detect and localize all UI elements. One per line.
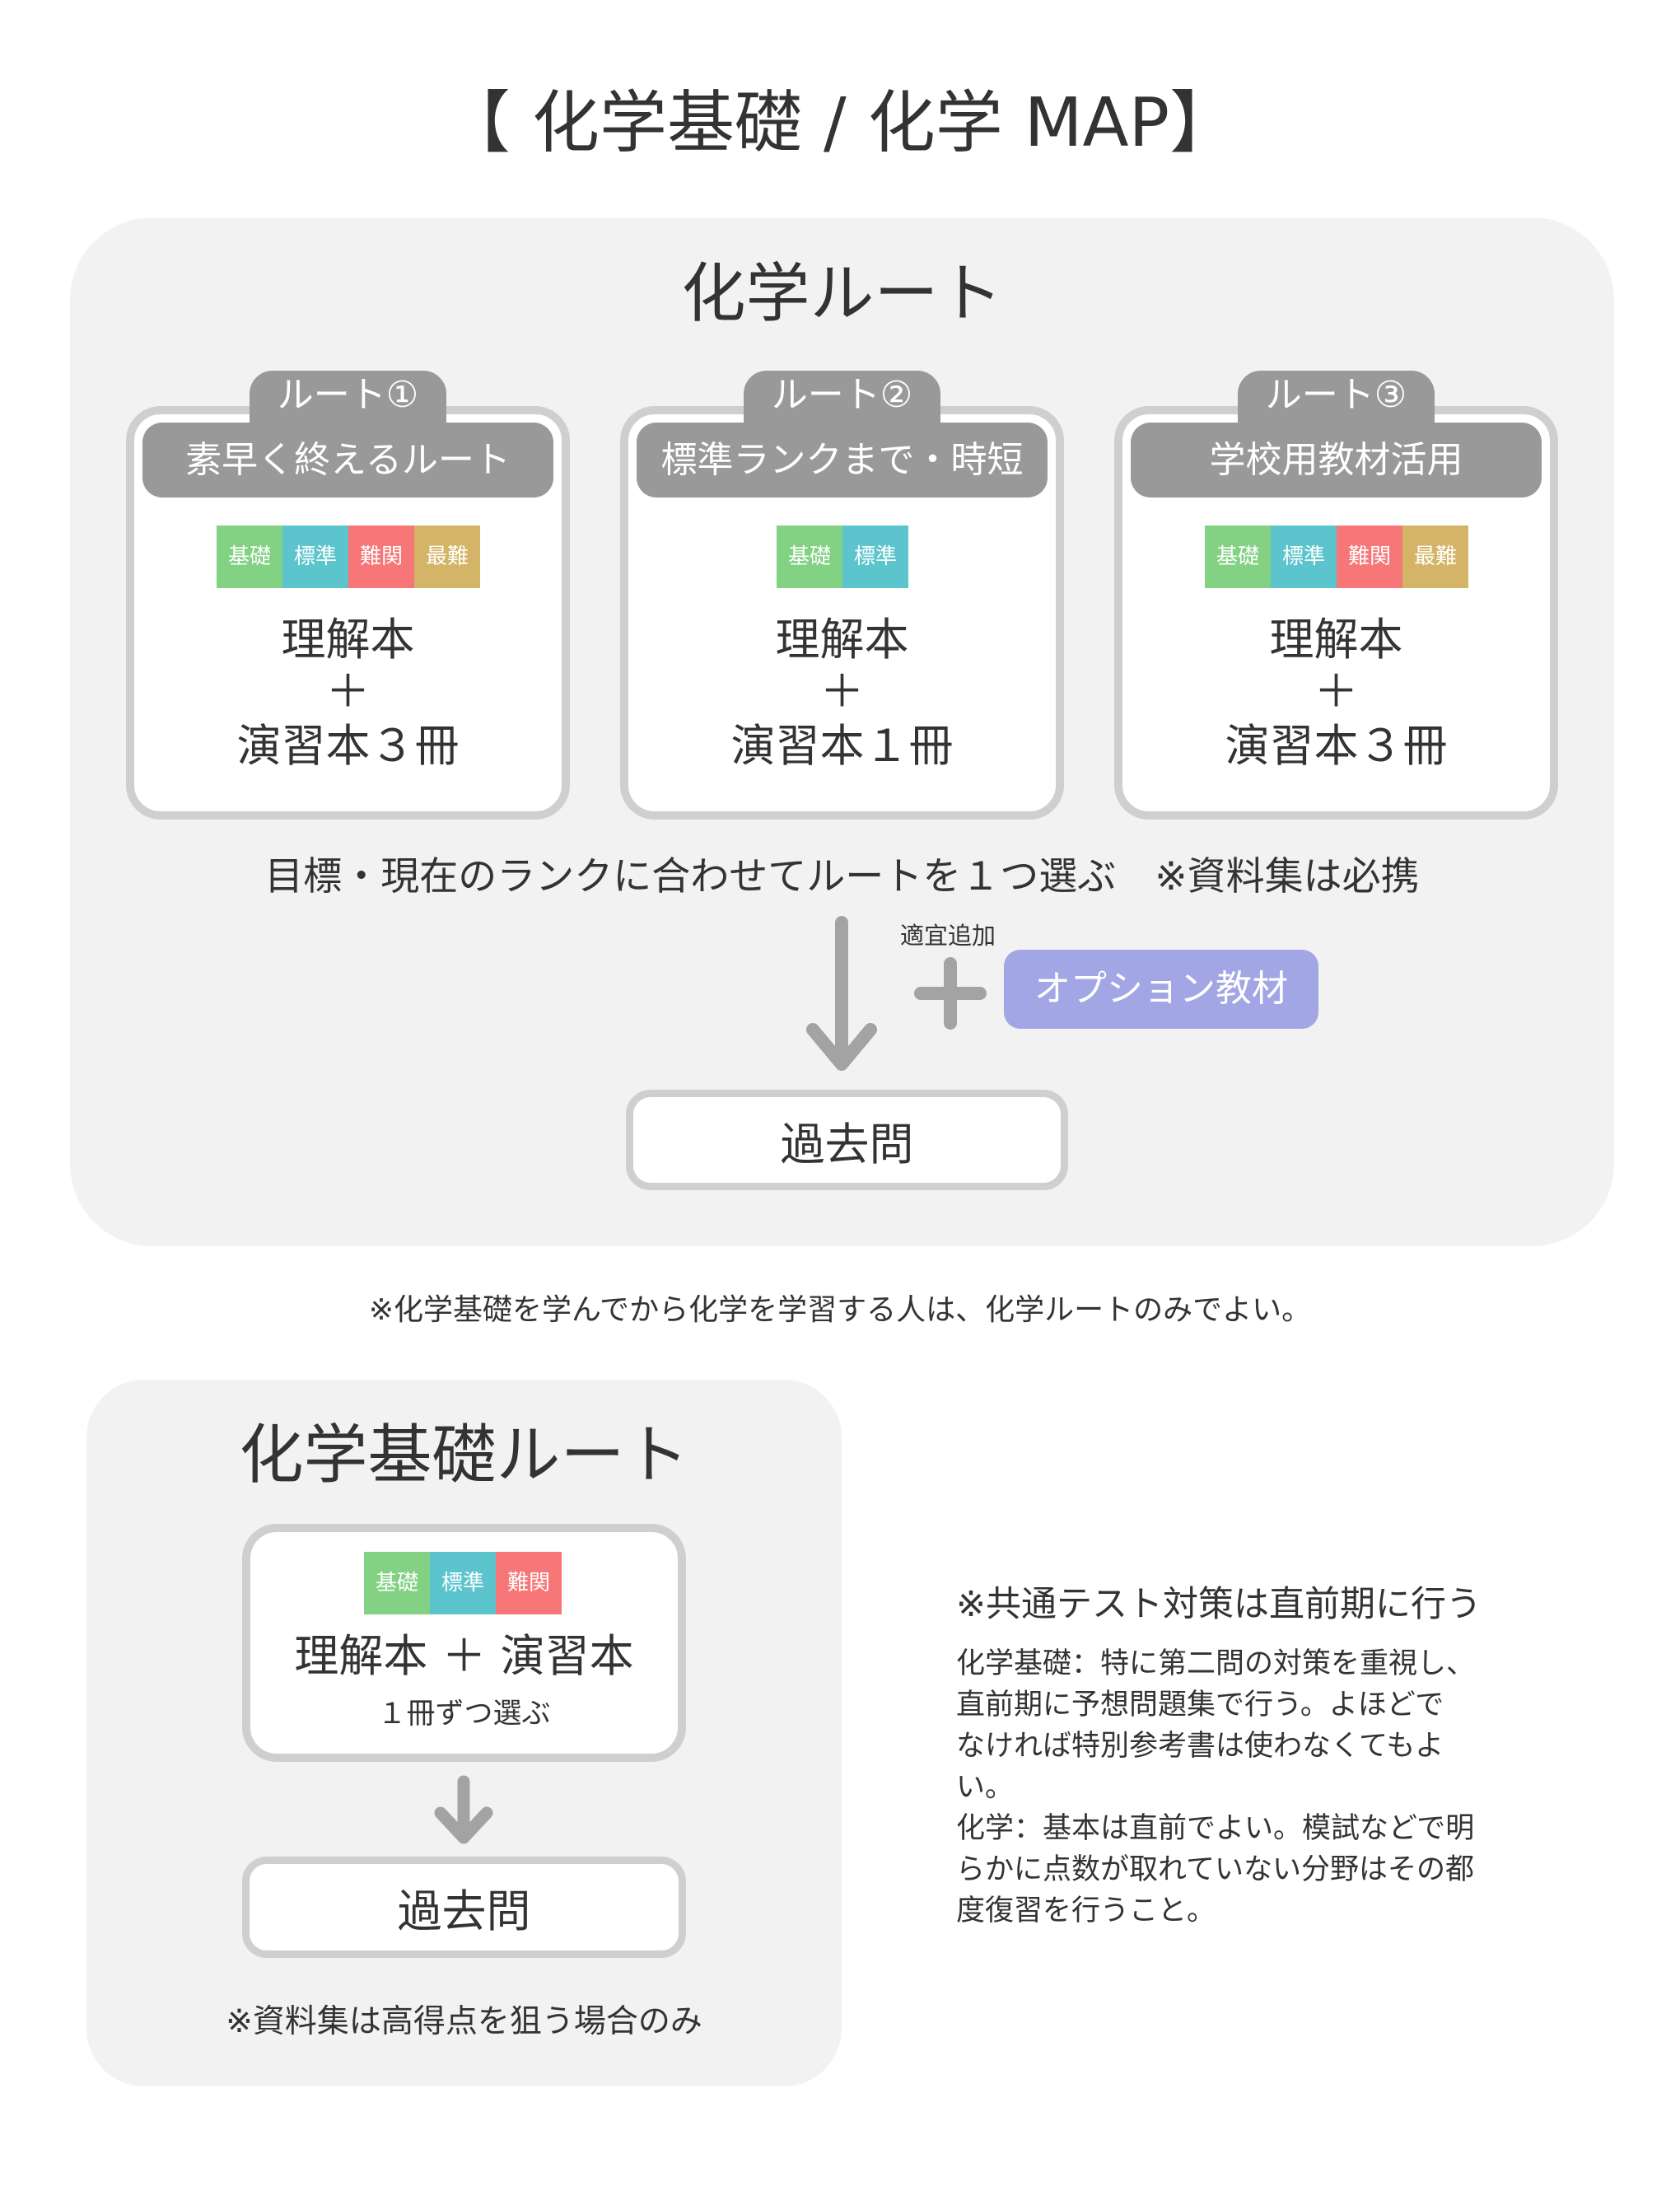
note: ※化学基礎を学んでから化学を学習する人は、化学ルートのみでよい。	[368, 1293, 1312, 1327]
past-exam-box: 過去問	[626, 1090, 1068, 1190]
level-badge: 最難	[414, 526, 480, 588]
side-note-line: なければ特別参考書は使わなくてもよ	[956, 1730, 1444, 1763]
plus-sign: ＋	[325, 666, 371, 717]
side-note-heading: ※共通テスト対策は直前期に行う	[956, 1584, 1482, 1625]
basic-footnote: ※資料集は高得点を狙う場合のみ	[226, 2003, 702, 2040]
book-combo: 理解本 ＋ 演習本	[294, 1630, 634, 1682]
level-badge: 標準	[842, 526, 908, 588]
plus-icon	[914, 957, 987, 1030]
side-note-line: らかに点数が取れていない分野はその都	[956, 1853, 1474, 1886]
chem-route-title: 化学ルート	[681, 257, 1003, 331]
level-badge: 基礎	[1205, 526, 1271, 588]
down-arrow-icon	[806, 916, 877, 1071]
level-badges: 基礎 標準 難関	[364, 1552, 562, 1614]
route-header: 素早く終えるルート	[142, 423, 553, 498]
route-header: 学校用教材活用	[1131, 423, 1542, 498]
level-badge: 最難	[1402, 526, 1468, 588]
past-exam-box: 過去問	[242, 1857, 686, 1958]
practice-books: 演習本３冊	[1225, 720, 1448, 772]
level-badges: 基礎標準難関最難	[217, 526, 480, 588]
level-badge: 難関	[348, 526, 414, 588]
understanding-book: 理解本	[1269, 614, 1403, 666]
route-instruction: 目標・現在のランクに合わせてルートを１つ選ぶ ※資料集は必携	[264, 854, 1420, 899]
side-note-line: 度復習を行うこと。	[956, 1894, 1216, 1927]
route-tab: ルート②	[744, 371, 940, 428]
level-badge: 標準	[1271, 526, 1337, 588]
level-badge: 難関	[496, 1552, 562, 1614]
optional-label: 適宜追加	[900, 922, 996, 950]
level-badge: 基礎	[364, 1552, 430, 1614]
level-badges: 基礎標準難関最難	[1205, 526, 1468, 588]
down-arrow-icon	[434, 1775, 493, 1844]
understanding-book: 理解本	[281, 614, 415, 666]
page-title: 【 化学基礎 / 化学 MAP】	[442, 84, 1238, 162]
level-badge: 基礎	[217, 526, 282, 588]
level-badges: 基礎標準	[777, 526, 908, 588]
side-note-line: い。	[956, 1771, 1015, 1804]
level-badge: 標準	[282, 526, 348, 588]
basic-route-title: 化学基礎ルート	[239, 1418, 689, 1493]
plus-sign: ＋	[1314, 666, 1359, 717]
side-note-body: 化学基礎：特に第二問の対策を重視し、直前期に予想問題集で行う。よほどでなければ特…	[956, 1643, 1475, 1932]
understanding-book: 理解本	[775, 614, 909, 666]
level-badge: 難関	[1337, 526, 1402, 588]
level-badge: 基礎	[777, 526, 842, 588]
practice-books: 演習本１冊	[730, 720, 954, 772]
side-note-line: 化学：基本は直前でよい。模試などで明	[956, 1812, 1475, 1845]
practice-books: 演習本３冊	[236, 720, 460, 772]
side-note-line: 化学基礎：特に第二問の対策を重視し、	[956, 1647, 1476, 1680]
route-header: 標準ランクまで・時短	[637, 423, 1048, 498]
option-material-button[interactable]: オプション教材	[1004, 950, 1318, 1029]
route-tab: ルート①	[250, 371, 446, 428]
plus-sign: ＋	[819, 666, 865, 717]
book-choice-note: １冊ずつ選ぶ	[377, 1698, 551, 1731]
level-badge: 標準	[430, 1552, 496, 1614]
side-note-line: 直前期に予想問題集で行う。よほどで	[956, 1689, 1444, 1722]
route-tab: ルート③	[1238, 371, 1435, 428]
